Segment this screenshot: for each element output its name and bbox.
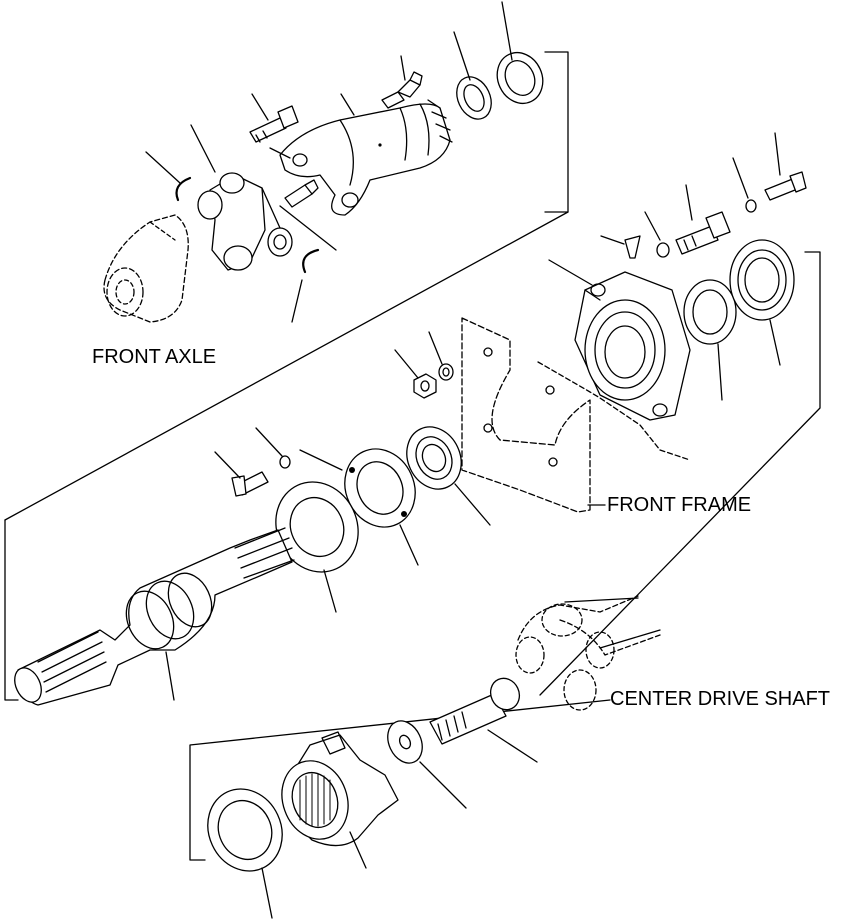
label-center-drive-shaft: CENTER DRIVE SHAFT [610,688,830,710]
upper-yoke-shaft [279,99,453,216]
bearing-ring-upper [456,76,492,120]
label-front-frame: FRONT FRAME [607,494,751,516]
front-axle-flange [103,214,189,323]
front-frame-plate [461,317,691,513]
nut-middle [413,373,437,399]
grease-fitting-upper [381,71,423,109]
grease-fitting-housing [624,235,641,259]
washer-middle [438,363,454,381]
snap-ring-right [302,248,320,274]
lower-yoke [281,731,399,847]
bolt-middle-left [231,471,269,497]
seal-ring-upper [496,52,544,104]
seal-right [729,239,795,321]
middle-group-outline [539,251,821,696]
bolt-upper [249,105,299,143]
upper-group-outline [4,51,569,701]
bearing-right [683,279,737,345]
large-bolt-right [675,211,731,255]
center-drive-shaft [515,595,661,711]
small-washer-right [745,199,757,213]
washer-middle-left [279,455,291,469]
bearing-middle [406,426,462,490]
universal-joint-spider [197,172,293,271]
lock-washer-right [656,242,670,258]
lower-seal [207,788,283,872]
leader-lines [145,1,781,919]
lower-bolt [429,677,521,745]
label-front-axle: FRONT AXLE [92,346,216,368]
bearing-housing [574,271,691,421]
main-splined-shaft [14,527,295,706]
small-bolt-right [764,171,807,201]
lower-washer [387,720,423,764]
snap-ring-left [175,176,192,202]
grease-nipple [284,179,319,208]
